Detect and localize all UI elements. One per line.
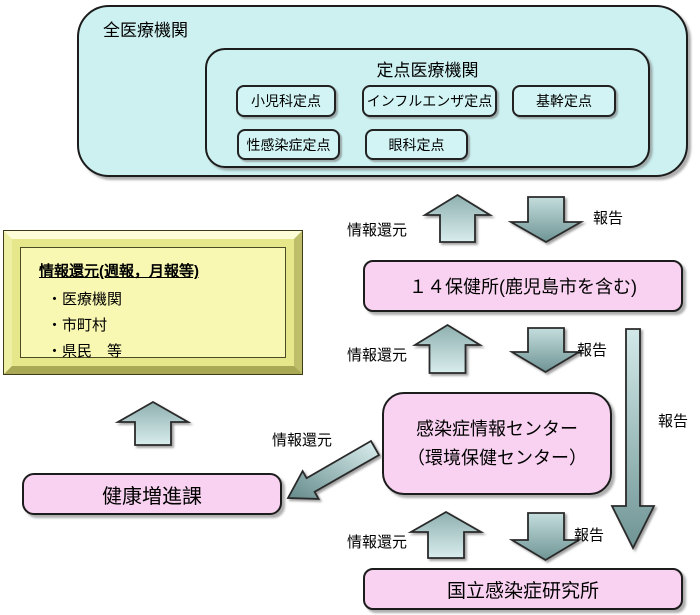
arrow-label-report-bottom: 報告 bbox=[574, 527, 605, 544]
sentinel-item-pediatrics: 小児科定点 bbox=[236, 85, 336, 117]
arrow-label-feedback-top: 情報還元 bbox=[347, 222, 408, 239]
sentinel-title: 定点医療機関 bbox=[376, 61, 479, 80]
arrow-label-feedback-bottom: 情報還元 bbox=[347, 534, 408, 551]
all-medical-title: 全医療機関 bbox=[103, 21, 188, 40]
feedback-arrow-up-bottom bbox=[407, 510, 485, 559]
node-health-promotion: 健康増進課 bbox=[22, 473, 282, 515]
feedback-arrow-up-middle bbox=[411, 323, 484, 374]
report-arrow-down-middle bbox=[508, 327, 583, 374]
report-arrow-long-right bbox=[610, 328, 656, 551]
sentinel-item-core: 基幹定点 bbox=[512, 85, 616, 117]
feedback-target-medical: ・医療機関 bbox=[47, 291, 123, 308]
feedback-arrow-up-left bbox=[114, 400, 192, 446]
node-info-center: 感染症情報センター （環境保健センター） bbox=[382, 392, 612, 495]
node-health-centers: １４保健所(鹿児島市を含む) bbox=[363, 260, 683, 312]
node-info-center-line2: （環境保健センター） bbox=[407, 447, 587, 468]
feedback-summary-box: 情報還元(週報，月報等) ・医療機関 ・市町村 ・県民 等 bbox=[3, 230, 303, 375]
feedback-summary-bevel: 情報還元(週報，月報等) ・医療機関 ・市町村 ・県民 等 bbox=[4, 231, 302, 374]
sentinel-item-sti: 性感染症定点 bbox=[237, 129, 340, 160]
arrow-label-report-top: 報告 bbox=[593, 210, 624, 227]
report-arrow-down-bottom bbox=[508, 512, 583, 562]
feedback-summary-inner: 情報還元(週報，月報等) ・医療機関 ・市町村 ・県民 等 bbox=[20, 247, 286, 360]
feedback-arrow-up-top bbox=[421, 193, 494, 243]
arrow-label-feedback-diagonal: 情報還元 bbox=[272, 432, 333, 449]
feedback-summary-title: 情報還元(週報，月報等) bbox=[39, 263, 199, 280]
sentinel-item-influenza: インフルエンザ定点 bbox=[362, 85, 497, 117]
feedback-target-residents: ・県民 等 bbox=[47, 343, 123, 360]
report-arrow-down-top bbox=[507, 196, 585, 244]
arrow-label-report-middle: 報告 bbox=[577, 342, 608, 359]
arrow-label-report-long: 報告 bbox=[658, 413, 689, 430]
node-info-center-line1: 感染症情報センター bbox=[416, 418, 578, 439]
arrow-label-feedback-middle: 情報還元 bbox=[347, 347, 408, 364]
sentinel-item-ophthalmology: 眼科定点 bbox=[365, 129, 468, 160]
feedback-target-municipalities: ・市町村 bbox=[47, 317, 108, 334]
node-national-institute: 国立感染症研究所 bbox=[363, 568, 683, 610]
